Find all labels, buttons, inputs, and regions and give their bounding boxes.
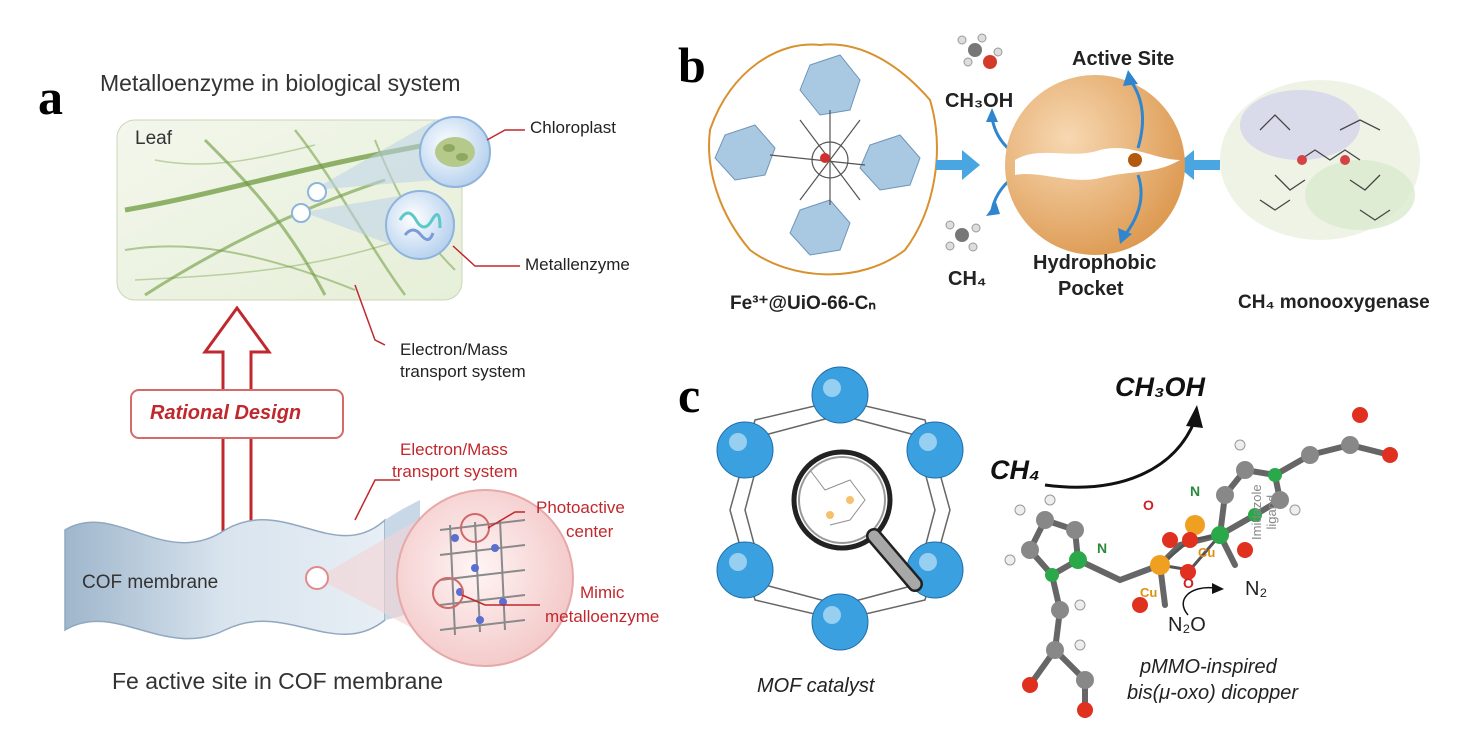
- rational-design-label: Rational Design: [150, 402, 302, 424]
- o-label-2: O: [1183, 575, 1194, 591]
- photoactive-label-1: Photoactive: [536, 498, 625, 517]
- n2o-label: N₂O: [1168, 614, 1206, 636]
- cu-label-2: Cu: [1198, 545, 1216, 560]
- panel-a-bottom-title: Fe active site in COF membrane: [112, 668, 444, 694]
- cu-label-1: Cu: [1140, 585, 1158, 600]
- panel-c-ch4-label: CH₄: [990, 455, 1040, 485]
- mimic-label-1: Mimic: [580, 583, 625, 602]
- pmmo-label-2: bis(μ-oxo) dicopper: [1127, 682, 1299, 704]
- pmmo-label-1: pMMO-inspired: [1140, 656, 1277, 678]
- o-label-1: O: [1143, 497, 1154, 513]
- leaf-label: Leaf: [135, 128, 172, 149]
- n-label-2: N: [1190, 483, 1201, 499]
- photoactive-label-2: center: [566, 522, 614, 541]
- n2-label: N₂: [1245, 578, 1268, 600]
- panel-a-graphic: [64, 116, 574, 667]
- mof-label: Fe³⁺@UiO-66-Cₙ: [730, 293, 876, 314]
- panel-b-letter: b: [678, 37, 706, 93]
- transport-label-2: transport system: [400, 362, 526, 381]
- imidazole-label: Imidazole ligand: [1249, 484, 1280, 540]
- magnifier-icon: [791, 449, 923, 592]
- panel-b-ch4-label: CH₄: [948, 268, 987, 290]
- panel-c-graphic: [716, 366, 1398, 718]
- hydrophobic-label-2: Pocket: [1058, 278, 1124, 300]
- mof-catalyst-ring: [716, 366, 964, 651]
- mof-catalyst-label: MOF catalyst: [757, 675, 875, 697]
- panel-b-ch3oh-label: CH₃OH: [945, 90, 1014, 112]
- chloroplast-bubble: [419, 116, 491, 188]
- cof-transport-label-1: Electron/Mass: [400, 440, 508, 459]
- mof-cage: [708, 43, 938, 276]
- chloroplast-label: Chloroplast: [530, 118, 616, 137]
- metallenzyme-bubble: [385, 190, 455, 260]
- monooxygenase-label: CH₄ monooxygenase: [1238, 292, 1430, 313]
- transport-label-1: Electron/Mass: [400, 340, 508, 359]
- dicopper-complex: [1004, 407, 1398, 718]
- hydrophobic-label-1: Hydrophobic: [1033, 252, 1157, 274]
- panel-b-graphic: [708, 33, 1420, 276]
- active-site-label: Active Site: [1072, 48, 1175, 70]
- imidazole-label-2: ligand: [1263, 494, 1279, 530]
- imidazole-label-1: Imidazole: [1249, 484, 1264, 540]
- panel-c-letter: c: [678, 367, 701, 423]
- methane-molecule: [945, 220, 981, 252]
- cof-membrane-label: COF membrane: [82, 572, 219, 593]
- panel-a-letter: a: [38, 69, 63, 125]
- n-label-1: N: [1097, 540, 1108, 556]
- cof-transport-label-2: transport system: [392, 462, 518, 481]
- monooxygenase-structure: [1220, 80, 1420, 240]
- mimic-label-2: metalloenzyme: [545, 607, 660, 626]
- panel-c-ch3oh-label: CH₃OH: [1115, 372, 1205, 402]
- panel-a-title: Metalloenzyme in biological system: [100, 70, 461, 96]
- methanol-molecule: [957, 33, 1003, 69]
- metallenzyme-label: Metallenzyme: [525, 255, 630, 274]
- catalyst-sphere: [1005, 75, 1185, 255]
- cof-zoom-bubble: [396, 489, 574, 667]
